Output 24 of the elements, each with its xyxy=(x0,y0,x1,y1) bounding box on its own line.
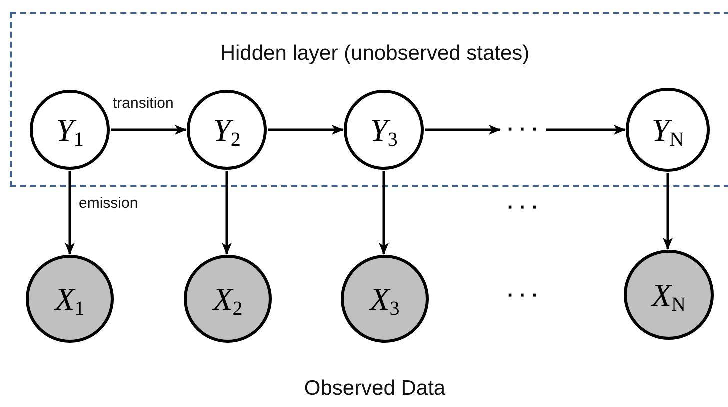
arrow xyxy=(268,125,344,135)
edge-label: transition xyxy=(112,96,175,111)
node-label: Y$_{2}$ xyxy=(213,114,241,146)
node-label: X$_{N}$ xyxy=(652,279,686,311)
arrow xyxy=(111,125,187,135)
arrow xyxy=(65,171,75,255)
edge-label: emission xyxy=(78,196,140,211)
hidden-layer-band xyxy=(10,12,728,187)
node-label: X$_{3}$ xyxy=(370,283,400,315)
layer-title: Observed Data xyxy=(303,378,447,399)
node-label: X$_{2}$ xyxy=(213,283,243,315)
arrow xyxy=(222,171,232,255)
arrow xyxy=(663,173,673,250)
node-label: X$_{1}$ xyxy=(55,283,85,315)
arrow xyxy=(379,171,389,255)
ellipsis: · · · xyxy=(506,286,540,306)
arrow xyxy=(425,125,501,135)
arrow xyxy=(546,125,626,135)
node-label: Y$_{3}$ xyxy=(370,114,398,146)
node-label: Y$_{N}$ xyxy=(652,114,684,146)
node-label: Y$_{1}$ xyxy=(56,114,84,146)
layer-title: Hidden layer (unobserved states) xyxy=(220,41,530,67)
ellipsis: · · · xyxy=(506,198,540,218)
node-label: · · · xyxy=(507,120,539,140)
